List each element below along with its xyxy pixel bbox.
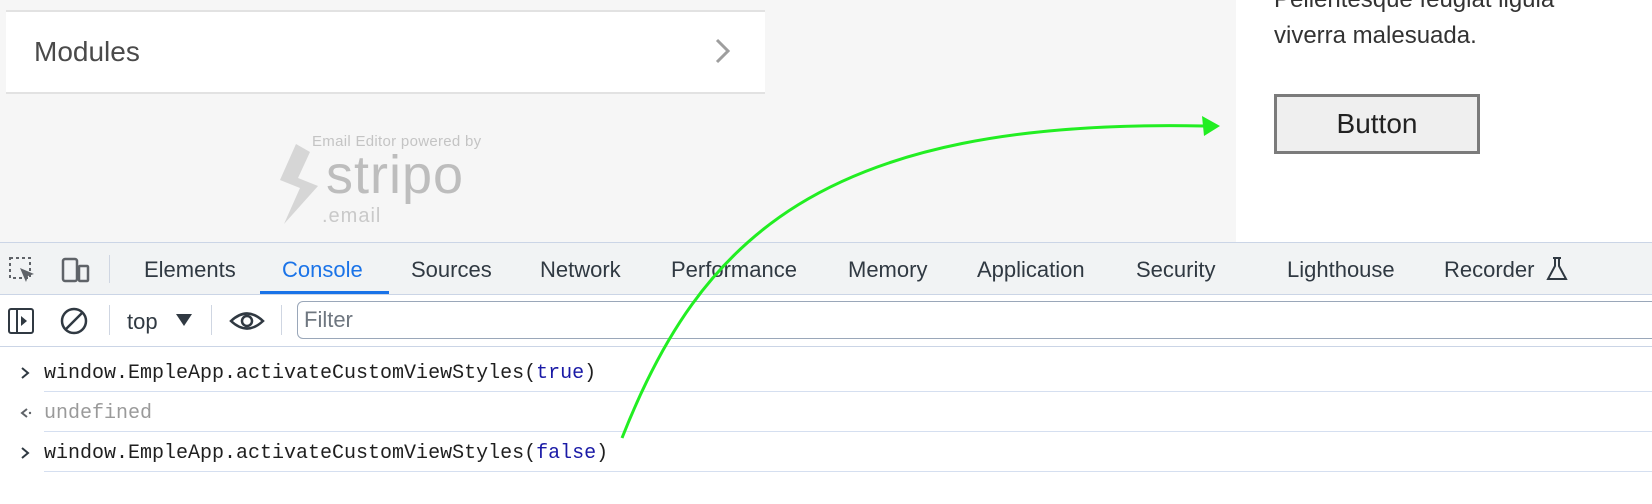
- devtools-tab-bar: Elements Console Sources Network Perform…: [0, 242, 1652, 295]
- output-return-arrow-icon: [20, 408, 32, 418]
- tab-elements[interactable]: Elements: [144, 257, 236, 282]
- tab-divider: [109, 255, 110, 283]
- console-code: window.EmpleApp.activateCustomViewStyles…: [44, 442, 608, 465]
- code-keyword-false: false: [536, 442, 597, 465]
- active-tab-indicator: [260, 291, 389, 294]
- console-filter-input[interactable]: [297, 301, 1652, 339]
- device-toolbar-icon[interactable]: [60, 255, 90, 285]
- toolbar-divider: [211, 305, 212, 335]
- code-text: window.EmpleApp.activateCustomViewStyles…: [44, 362, 537, 385]
- toolbar-divider: [109, 305, 110, 335]
- tab-memory[interactable]: Memory: [848, 257, 928, 282]
- inspect-element-icon[interactable]: [7, 255, 37, 285]
- email-preview-panel: Pellentesque feugiat ligula viverra male…: [1236, 0, 1652, 242]
- input-prompt-chevron-icon: [21, 367, 30, 379]
- clear-console-icon[interactable]: [59, 306, 89, 336]
- tab-application[interactable]: Application: [977, 257, 1085, 282]
- console-input-line: window.EmpleApp.activateCustomViewStyles…: [0, 352, 1652, 392]
- stripo-logo-mark-icon: [280, 144, 318, 224]
- tab-performance[interactable]: Performance: [671, 257, 797, 282]
- context-selector[interactable]: top: [127, 309, 158, 334]
- input-prompt-chevron-icon: [21, 447, 30, 459]
- stripo-logo-word: stripo: [326, 145, 465, 205]
- code-text: ): [596, 442, 609, 465]
- preview-button[interactable]: Button: [1274, 94, 1480, 154]
- code-text: ): [584, 362, 597, 385]
- chevron-right-icon: [715, 38, 731, 64]
- console-output-line: undefined: [0, 392, 1652, 432]
- console-code: window.EmpleApp.activateCustomViewStyles…: [44, 362, 596, 385]
- modules-section-row[interactable]: Modules: [6, 10, 765, 94]
- console-output-value: undefined: [44, 402, 153, 425]
- tab-console[interactable]: Console: [282, 257, 363, 282]
- tab-lighthouse[interactable]: Lighthouse: [1287, 257, 1395, 282]
- tab-sources[interactable]: Sources: [411, 257, 492, 282]
- powered-by-text: Email Editor powered by: [312, 133, 482, 150]
- tab-recorder[interactable]: Recorder: [1444, 257, 1535, 282]
- preview-text-line: viverra malesuada.: [1274, 22, 1477, 49]
- live-expression-eye-icon[interactable]: [229, 306, 265, 336]
- sidebar-toggle-icon[interactable]: [7, 306, 37, 336]
- code-text: window.EmpleApp.activateCustomViewStyles…: [44, 442, 537, 465]
- experimental-flask-icon: [1546, 257, 1568, 280]
- modules-label: Modules: [34, 36, 140, 67]
- code-keyword-true: true: [536, 362, 585, 385]
- dropdown-caret-icon[interactable]: [176, 314, 192, 326]
- stripo-logo-suffix: .email: [322, 205, 382, 227]
- toolbar-divider: [281, 305, 282, 335]
- console-toolbar: top: [0, 295, 1652, 347]
- console-input-line: window.EmpleApp.activateCustomViewStyles…: [0, 432, 1652, 472]
- email-editor-area: Modules Email Editor powered by stripo .…: [0, 0, 1652, 242]
- tab-security[interactable]: Security: [1136, 257, 1216, 282]
- preview-text-line: Pellentesque feugiat ligula: [1274, 0, 1554, 14]
- line-separator: [44, 471, 1652, 472]
- tab-network[interactable]: Network: [540, 257, 621, 282]
